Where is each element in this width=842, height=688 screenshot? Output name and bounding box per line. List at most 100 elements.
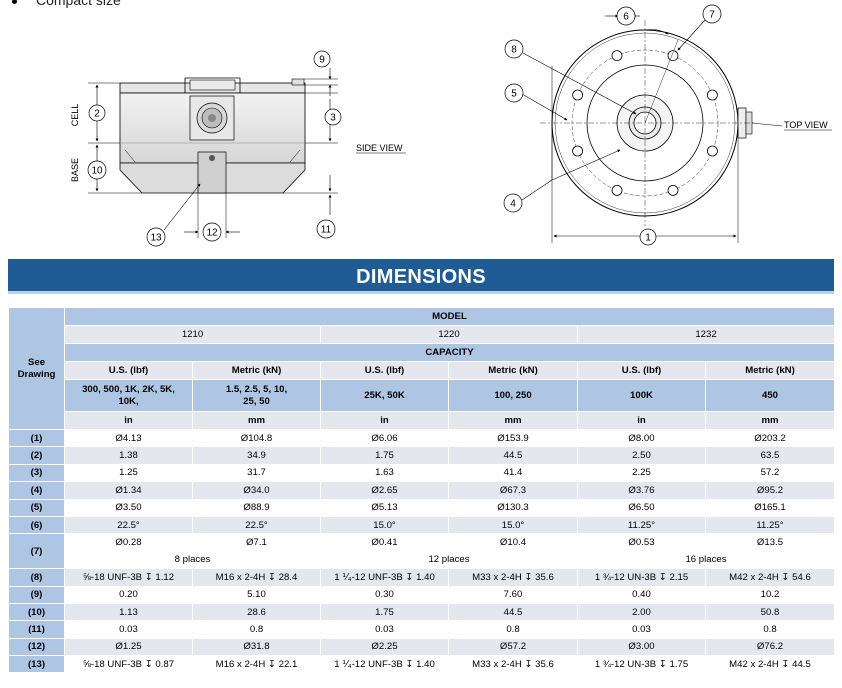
table-cell: Ø57.2 <box>448 637 578 657</box>
table-cell: 5.10 <box>192 585 321 604</box>
table-cell: M16 x 2-4H ↧ 28.4 <box>192 568 321 587</box>
row-label: (12) <box>8 637 65 657</box>
callout-9-side: 9 <box>319 55 325 66</box>
capacity-values: 100, 250 <box>448 379 578 412</box>
places-note: 12 places <box>320 550 578 570</box>
table-cell: 1 ¾-12 UN-3B ↧ 2.15 <box>577 568 706 587</box>
places-note: 16 places <box>577 550 835 570</box>
row-label: (4) <box>8 481 65 500</box>
table-cell: Ø34.0 <box>192 481 321 500</box>
table-cell: Ø8.00 <box>577 428 706 448</box>
places-note: 8 places <box>64 550 321 570</box>
table-cell: Ø3.76 <box>577 481 706 500</box>
table-cell: 15.0° <box>320 515 449 535</box>
table-cell: 1 ⅟₄-12 UNF-3B ↧ 1.40 <box>320 655 449 674</box>
table-cell: 0.8 <box>705 620 835 639</box>
capacity-values: 100K <box>577 379 706 412</box>
callout-12-side: 12 <box>206 228 218 239</box>
table-cell: 1.63 <box>320 463 449 483</box>
table-cell: Ø3.00 <box>577 637 706 657</box>
table-cell: Ø1.25 <box>64 637 193 657</box>
row-label: (3) <box>8 463 65 483</box>
callout-2-side: 2 <box>94 109 100 120</box>
callout-13-side: 13 <box>150 233 162 244</box>
unit-header: Metric (kN) <box>705 361 835 380</box>
table-cell: M33 x 2-4H ↧ 35.6 <box>448 568 578 587</box>
table-cell: 41.4 <box>448 463 578 483</box>
table-cell: Ø6.50 <box>577 498 706 517</box>
row-label: (7) <box>8 533 65 570</box>
table-cell: Ø130.3 <box>448 498 578 517</box>
callout-4-top: 4 <box>510 199 516 210</box>
table-cell: ⅝-18 UNF-3B ↧ 1.12 <box>64 568 193 587</box>
table-cell: 1.38 <box>64 446 193 465</box>
table-cell: 0.30 <box>320 585 449 604</box>
table-cell: 34.9 <box>192 446 321 465</box>
table-cell: 0.03 <box>577 620 706 639</box>
dimensions-title: DIMENSIONS <box>356 266 486 288</box>
table-cell: 1 ¾-12 UN-3B ↧ 1.75 <box>577 655 706 674</box>
table-cell: 0.20 <box>64 585 193 604</box>
table-cell: 11.25° <box>577 515 706 535</box>
see-drawing-header: See Drawing <box>8 307 65 430</box>
unit-header: Metric (kN) <box>448 361 578 380</box>
table-cell: Ø1.34 <box>64 481 193 500</box>
table-cell: 1 ⅟₄-12 UNF-3B ↧ 1.40 <box>320 568 449 587</box>
table-cell: 50.8 <box>705 602 835 622</box>
capacity-values: 300, 500, 1K, 2K, 5K, 10K, <box>64 379 193 412</box>
table-cell: 11.25° <box>705 515 835 535</box>
row-label: (5) <box>8 498 65 517</box>
length-unit: mm <box>448 411 578 430</box>
table-cell: Ø0.53 <box>577 533 706 552</box>
table-cell: Ø31.8 <box>192 637 321 657</box>
table-cell: Ø76.2 <box>705 637 835 657</box>
table-cell: Ø95.2 <box>705 481 835 500</box>
table-cell: Ø2.25 <box>320 637 449 657</box>
table-cell: Ø0.28 <box>64 533 193 552</box>
callout-1-top: 1 <box>645 233 651 244</box>
table-cell: M42 x 2-4H ↧ 44.5 <box>705 655 835 674</box>
top-view-drawing: 1 4 5 8 6 7 TOP VIEW <box>503 4 832 246</box>
length-unit: in <box>64 411 193 430</box>
table-cell: Ø6.06 <box>320 428 449 448</box>
row-label: (2) <box>8 446 65 465</box>
table-cell: 28.6 <box>192 602 321 622</box>
table-cell: 1.13 <box>64 602 193 622</box>
top-view-label: TOP VIEW <box>784 120 828 130</box>
dimensions-table: See Drawing MODEL 1210 1220 1232 CAPACIT… <box>8 307 835 674</box>
table-cell: 0.03 <box>64 620 193 639</box>
table-cell: 44.5 <box>448 602 578 622</box>
capacity-header: CAPACITY <box>64 343 835 362</box>
side-view-drawing: CELL BASE 2 10 9 3 11 12 13 SIDE VIEW <box>70 50 406 247</box>
table-cell: 0.40 <box>577 585 706 604</box>
callout-5-top: 5 <box>511 89 517 100</box>
model-1210: 1210 <box>64 325 321 344</box>
table-cell: 7.60 <box>448 585 578 604</box>
table-cell: 0.8 <box>192 620 321 639</box>
callout-7-top: 7 <box>709 10 715 21</box>
capacity-values: 450 <box>705 379 835 412</box>
callout-10-side: 10 <box>91 166 103 177</box>
table-cell: Ø203.2 <box>705 428 835 448</box>
table-cell: 31.7 <box>192 463 321 483</box>
table-cell: Ø4.13 <box>64 428 193 448</box>
unit-header: U.S. (lbf) <box>577 361 706 380</box>
table-cell: 22.5° <box>192 515 321 535</box>
table-cell: Ø104.8 <box>192 428 321 448</box>
table-cell: 57.2 <box>705 463 835 483</box>
model-1232: 1232 <box>577 325 835 344</box>
table-cell: M33 x 2-4H ↧ 35.6 <box>448 655 578 674</box>
side-view-label: SIDE VIEW <box>356 143 403 153</box>
length-unit: in <box>577 411 706 430</box>
capacity-values: 25K, 50K <box>320 379 449 412</box>
length-unit: in <box>320 411 449 430</box>
cell-label: CELL <box>70 104 80 127</box>
table-cell: Ø7.1 <box>192 533 321 552</box>
dimensions-banner: DIMENSIONS <box>8 259 834 294</box>
callout-3-side: 3 <box>330 113 336 124</box>
table-cell: M42 x 2-4H ↧ 54.6 <box>705 568 835 587</box>
table-cell: 22.5° <box>64 515 193 535</box>
table-cell: 1.75 <box>320 602 449 622</box>
callout-11-side: 11 <box>321 225 332 236</box>
table-cell: ⅝-18 UNF-3B ↧ 0.87 <box>64 655 193 674</box>
